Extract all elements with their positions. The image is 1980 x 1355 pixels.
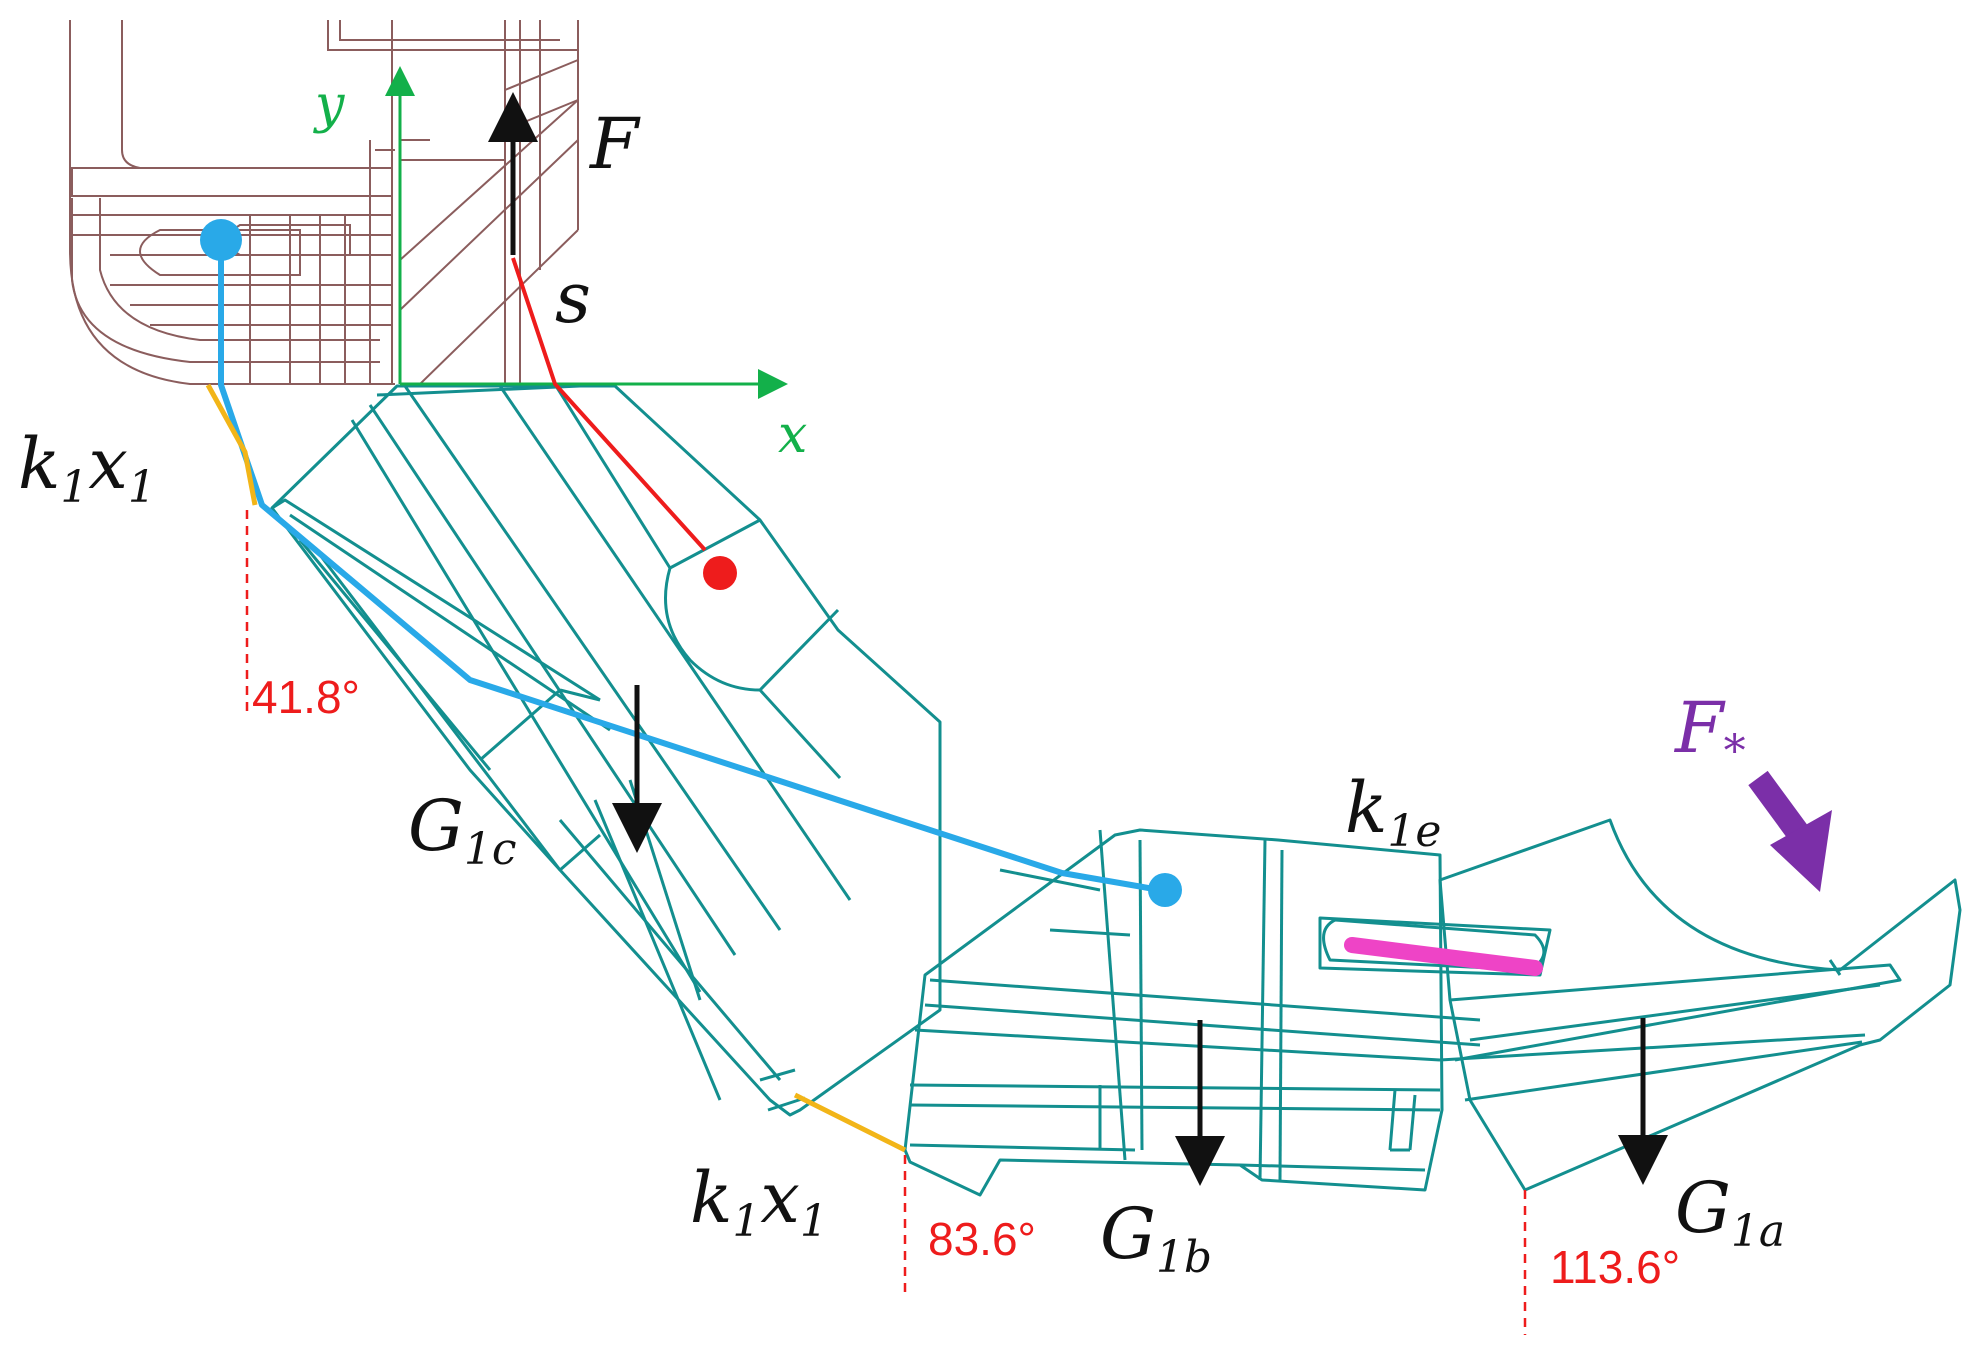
elastic-element [1344, 937, 1543, 976]
angle-label-3: 113.6° [1550, 1241, 1680, 1293]
middle-phalanx [903, 828, 1552, 1197]
angle-label-2: 83.6° [928, 1213, 1036, 1265]
proximal-phalanx [270, 384, 942, 1117]
distal-phalanx [1438, 818, 1962, 1192]
angle-label-1: 41.8° [252, 671, 360, 723]
tendon [200, 219, 1182, 907]
gravity-G1c-label: G1c [408, 785, 517, 875]
drive-rod [511, 257, 707, 552]
force-F-label: F [588, 103, 641, 185]
gravity-G1b-label: G1b [1100, 1193, 1212, 1283]
drive-mechanism: F s [488, 92, 737, 590]
spring-upper [205, 383, 258, 506]
spring-upper-label: k1x1 [18, 423, 156, 513]
angle-reference-lines [245, 510, 1527, 1335]
spring-lower [793, 1092, 907, 1153]
spring-lower-label: k1x1 [690, 1157, 828, 1247]
displacement-s-label: s [555, 257, 591, 339]
tendon-anchor-middle [1148, 873, 1182, 907]
y-axis-label: y [313, 75, 345, 135]
external-force-label: F* [1673, 687, 1746, 777]
coordinate-axes: y x [313, 66, 807, 465]
external-force-F-star [1748, 770, 1832, 892]
gravity-G1a-label: G1a [1675, 1167, 1785, 1257]
tendon-anchor-palm [200, 219, 242, 261]
palm-outline [69, 20, 579, 385]
drive-pin [703, 556, 737, 590]
elastic-k1e-label: k1e [1345, 767, 1441, 857]
x-axis-label: x [778, 405, 807, 465]
